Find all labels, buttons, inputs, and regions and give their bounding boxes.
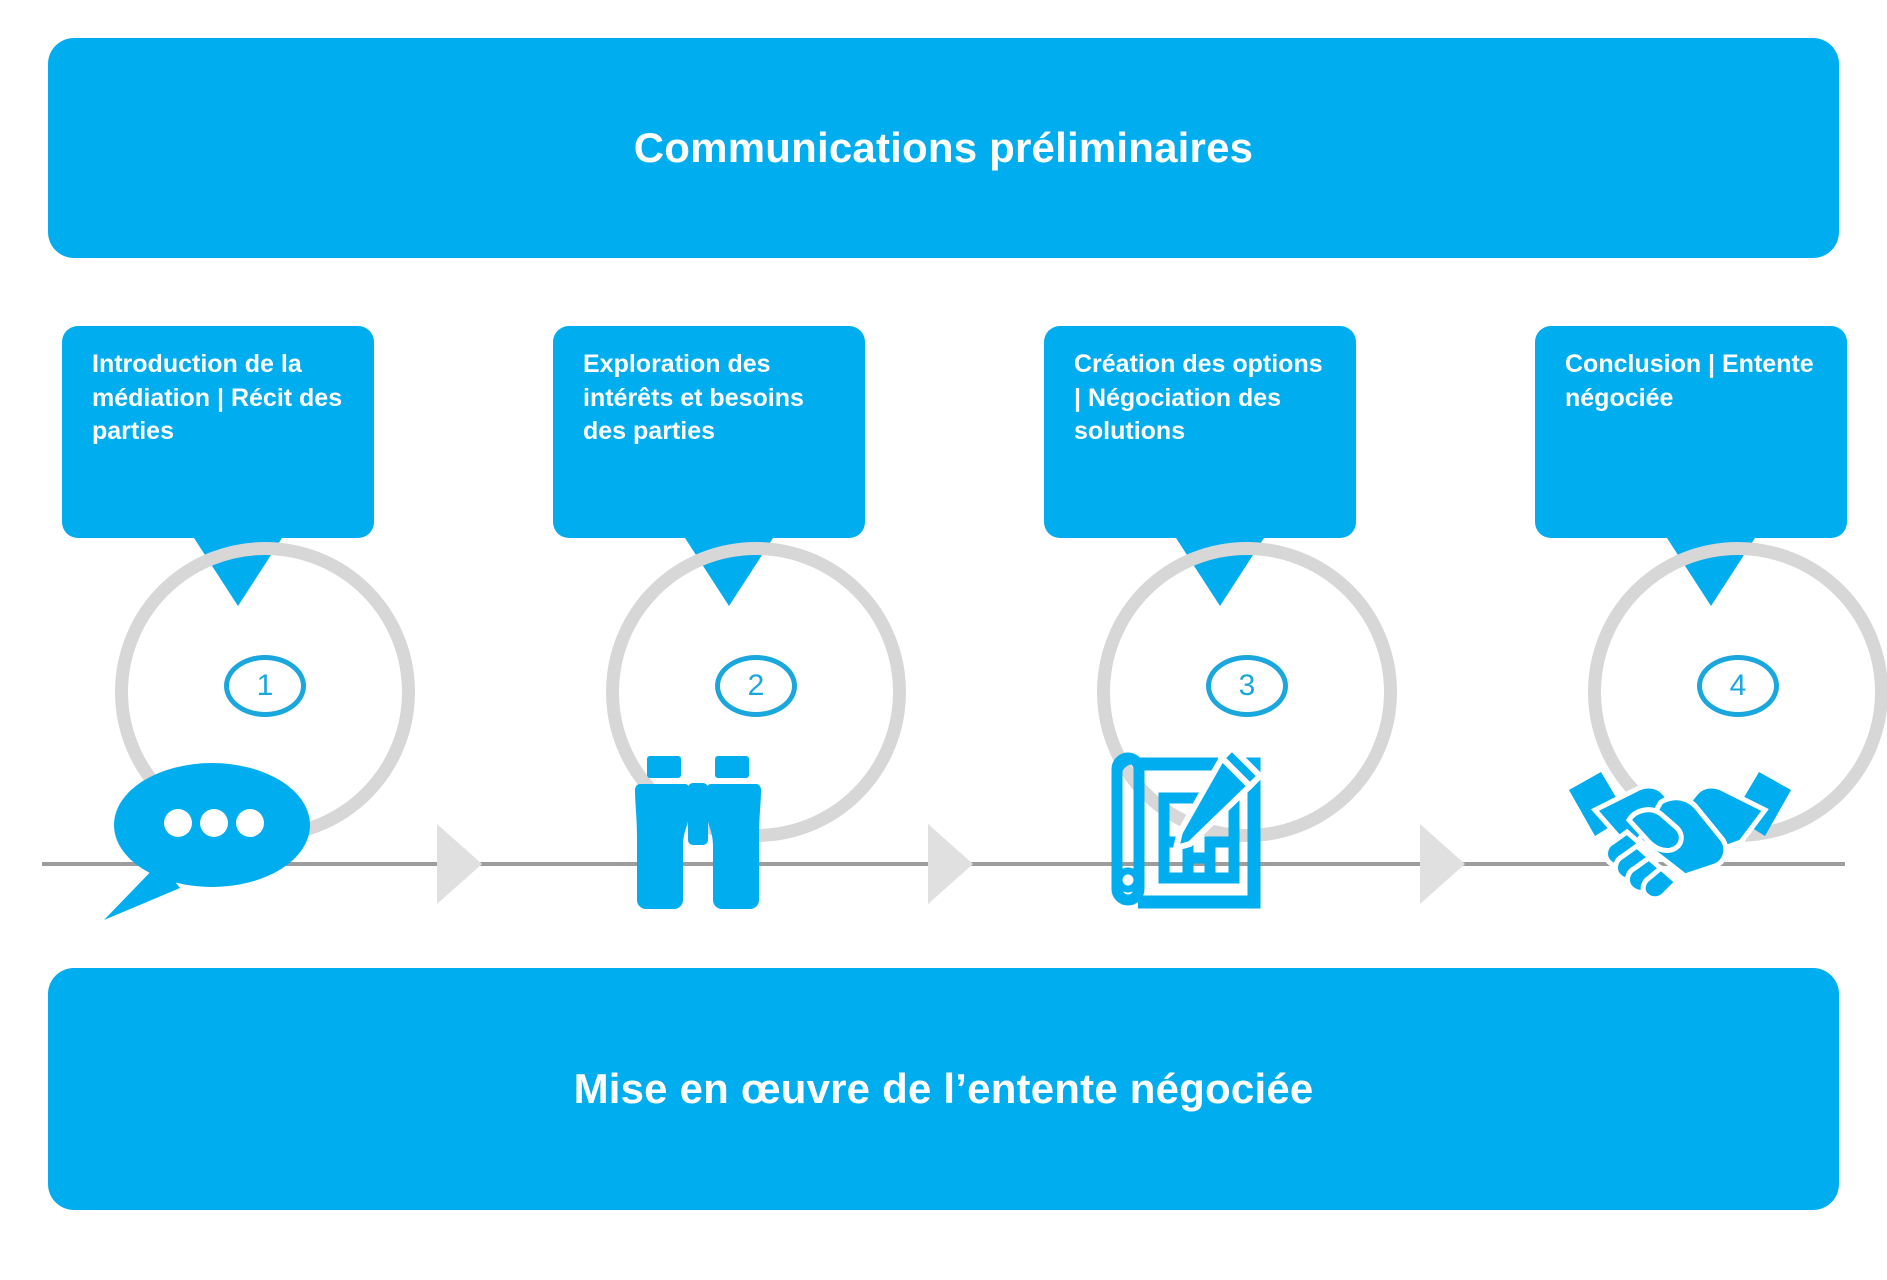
stage-4[interactable]: Conclusion | Entente négociée 4: [1515, 0, 1887, 1280]
stage-1-number: 1: [256, 669, 274, 702]
speech-bubble-icon: [104, 763, 310, 920]
stage-arrow-icon-2: [928, 824, 973, 904]
stage-1-callout: Introduction de la médiation | Récit des…: [62, 326, 374, 606]
top-banner-title: Communications préliminaires: [633, 123, 1254, 171]
bottom-banner-title: Mise en œuvre de l’entente négociée: [573, 1064, 1314, 1112]
stage-2-icon-wrap: [533, 756, 863, 911]
stage-2-callout: Exploration des intérêts et besoins des …: [553, 326, 865, 606]
stage-3-callout-label: Création des options | Négociation des s…: [1074, 350, 1323, 445]
bottom-banner: Mise en œuvre de l’entente négociée: [48, 968, 1839, 1210]
stage-2-callout-label: Exploration des intérêts et besoins des …: [583, 350, 804, 445]
stage-1-number-badge: 1: [224, 655, 306, 717]
binoculars-icon: [634, 756, 762, 909]
stage-1[interactable]: Introduction de la médiation | Récit des…: [42, 0, 415, 1280]
stage-3-number: 3: [1238, 669, 1256, 702]
stage-1-callout-label: Introduction de la médiation | Récit des…: [92, 350, 343, 445]
stage-4-callout: Conclusion | Entente négociée: [1535, 326, 1847, 606]
stage-1-icon-wrap: [42, 760, 372, 920]
stage-arrow-icon-3: [1420, 824, 1465, 904]
stage-4-callout-label: Conclusion | Entente négociée: [1565, 350, 1814, 412]
handshake-icon: [1569, 772, 1791, 898]
stage-3-icon-wrap: [1024, 750, 1354, 910]
blueprint-pencil-icon: [1111, 750, 1265, 909]
stage-3-callout: Création des options | Négociation des s…: [1044, 326, 1356, 606]
stage-4-number-badge: 4: [1697, 655, 1779, 717]
stage-2-number: 2: [747, 669, 765, 702]
stage-4-number: 4: [1729, 669, 1747, 702]
top-banner: Communications préliminaires: [48, 38, 1839, 258]
stage-2[interactable]: Exploration des intérêts et besoins des …: [533, 0, 906, 1280]
stage-2-number-badge: 2: [715, 655, 797, 717]
stage-3-number-badge: 3: [1206, 655, 1288, 717]
stage-4-icon-wrap: [1515, 768, 1845, 898]
stage-3[interactable]: Création des options | Négociation des s…: [1024, 0, 1397, 1280]
stage-arrow-icon-1: [437, 824, 482, 904]
